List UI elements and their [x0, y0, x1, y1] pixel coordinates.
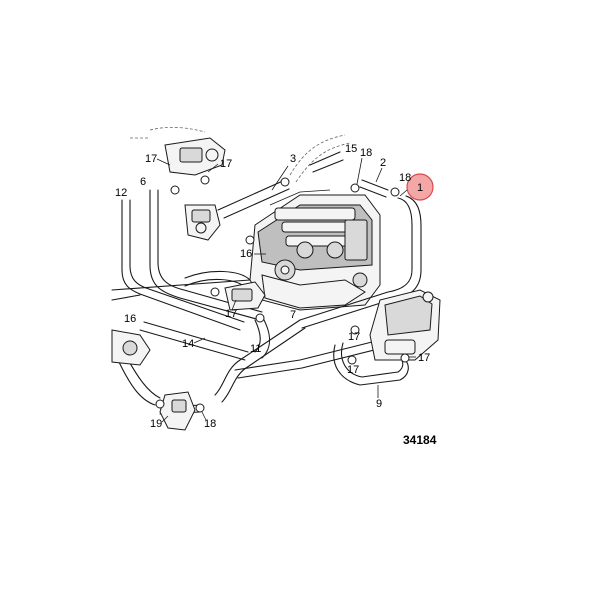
callout-17-right-upper: 17 [348, 331, 360, 343]
heat-exchanger [369, 289, 441, 361]
callout-17-right-lower: 17 [347, 364, 359, 376]
callout-7: 7 [290, 309, 296, 321]
callout-18-top: 18 [360, 147, 372, 159]
callout-6: 6 [140, 176, 146, 188]
callout-15: 15 [345, 143, 357, 155]
callout-18-right: 18 [399, 172, 411, 184]
callout-1: 1 [417, 182, 423, 194]
callout-1-highlight[interactable]: 1 [399, 173, 434, 201]
circulation-pump [184, 204, 221, 241]
engine-block [249, 189, 381, 311]
callout-17-right: 17 [418, 352, 430, 364]
callout-16-engine: 16 [240, 248, 252, 260]
callout-17-top-left: 17 [145, 153, 157, 165]
left-component-partial [111, 329, 151, 366]
callout-3: 3 [290, 153, 296, 165]
lower-pump-assembly [210, 281, 266, 311]
callout-16-left: 16 [124, 313, 136, 325]
lower-tee-fitting [159, 391, 196, 431]
callout-9: 9 [376, 398, 382, 410]
callout-18-bottom: 18 [204, 418, 216, 430]
callout-labels: 2 3 15 18 18 17 17 6 12 16 17 7 11 14 16… [115, 143, 430, 430]
hose-network [111, 134, 422, 415]
figure-number: 34184 [403, 433, 437, 447]
callout-17-lower: 17 [225, 308, 237, 320]
callout-2: 2 [380, 157, 386, 169]
callout-11: 11 [250, 343, 261, 355]
callout-19: 19 [150, 418, 162, 430]
callout-12: 12 [115, 187, 127, 199]
hose-clamps [155, 175, 410, 413]
callout-14: 14 [182, 338, 194, 350]
callout-17-top-right: 17 [220, 158, 232, 170]
thermostat-housing-top [130, 126, 226, 176]
